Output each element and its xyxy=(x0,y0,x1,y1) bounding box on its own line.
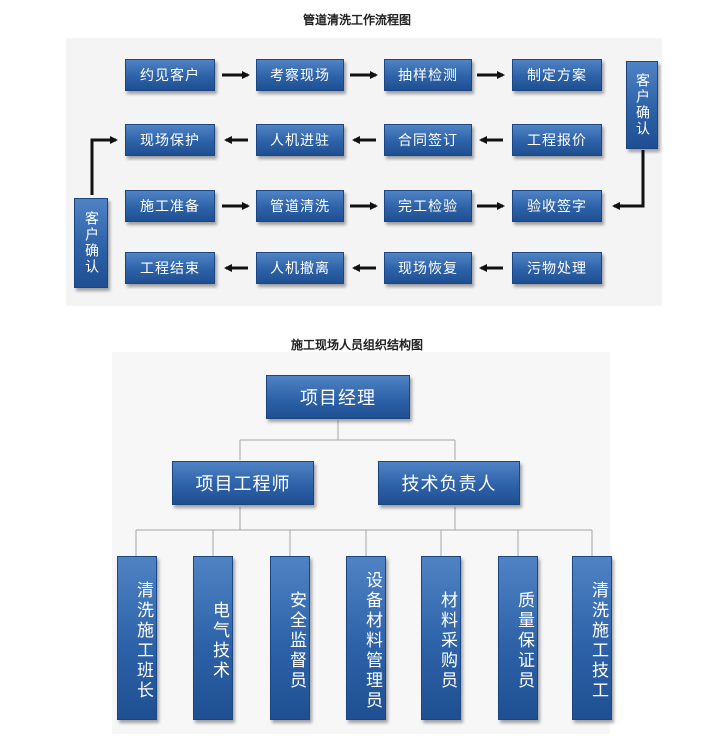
flow-step-7: 人机进驻 xyxy=(256,124,344,156)
org-title: 施工现场人员组织结构图 xyxy=(290,338,423,352)
flow-step-4: 制定方案 xyxy=(512,59,602,91)
org-cleaning-technician: 清洗施工技工 xyxy=(572,556,612,720)
arrow-confirm-right xyxy=(612,150,645,210)
flow-step-2: 考察现场 xyxy=(256,59,344,91)
flow-step-16: 工程结束 xyxy=(125,252,215,284)
flow-step-8: 现场保护 xyxy=(125,124,215,156)
flow-step-12: 验收签字 xyxy=(512,190,602,222)
org-purchaser: 材料采购员 xyxy=(421,556,461,720)
flow-step-6: 合同签订 xyxy=(384,124,472,156)
org-equipment-manager: 设备材料管理员 xyxy=(346,556,386,720)
flowchart-title: 管道清洗工作流程图 xyxy=(302,13,411,27)
arrow-confirm-left xyxy=(90,136,118,195)
org-safety-supervisor: 安全监督员 xyxy=(270,556,310,720)
flow-step-5: 工程报价 xyxy=(512,124,602,156)
flow-step-11: 完工检验 xyxy=(384,190,472,222)
org-quality-assurance: 质量保证员 xyxy=(498,556,538,720)
flow-step-10: 管道清洗 xyxy=(256,190,344,222)
org-electrical-tech: 电气技术 xyxy=(193,556,233,720)
flow-step-15: 人机撤离 xyxy=(256,252,344,284)
customer-confirm-left: 客户确认 xyxy=(74,198,108,288)
org-technical-lead: 技术负责人 xyxy=(378,461,520,505)
flow-step-13: 污物处理 xyxy=(512,252,602,284)
flow-step-9: 施工准备 xyxy=(125,190,215,222)
flow-step-1: 约见客户 xyxy=(125,59,215,91)
flow-step-3: 抽样检测 xyxy=(384,59,472,91)
org-project-engineer: 项目工程师 xyxy=(172,461,314,505)
customer-confirm-right: 客户确认 xyxy=(626,61,658,149)
org-project-manager: 项目经理 xyxy=(266,375,410,419)
flow-step-14: 现场恢复 xyxy=(384,252,472,284)
org-cleaning-team-leader: 清洗施工班长 xyxy=(117,556,157,720)
